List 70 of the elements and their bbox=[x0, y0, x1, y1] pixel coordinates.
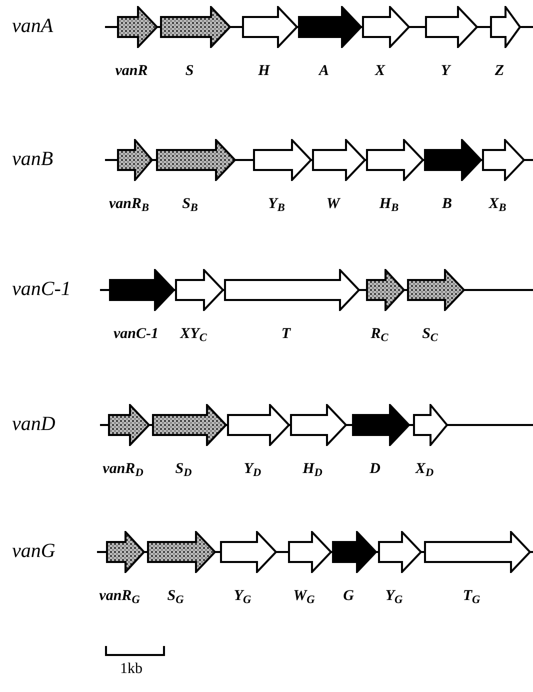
gene-block bbox=[425, 6, 478, 48]
gene-label: S bbox=[185, 64, 194, 79]
gene-label: vanC-1 bbox=[114, 327, 158, 342]
gene-label: D bbox=[370, 462, 380, 477]
gene-block bbox=[378, 531, 422, 573]
gene-label: Y bbox=[440, 64, 450, 79]
gene-block bbox=[482, 139, 525, 181]
gene-label: A bbox=[319, 64, 329, 79]
gene-label: X bbox=[375, 64, 385, 79]
gene-label: vanR bbox=[115, 64, 148, 79]
gene-block bbox=[413, 404, 448, 446]
gene-label: W$_{G}$ bbox=[293, 589, 315, 604]
gene-label: XY$_{C}$ bbox=[180, 327, 207, 342]
gene-block bbox=[106, 531, 145, 573]
gene-block bbox=[147, 531, 216, 573]
gene-block bbox=[156, 139, 236, 181]
gene-label: Y$_{G}$ bbox=[385, 589, 403, 604]
gene-block bbox=[290, 404, 347, 446]
gene-block bbox=[117, 6, 158, 48]
gene-block bbox=[407, 269, 465, 311]
gene-label: X$_{B}$ bbox=[488, 197, 506, 212]
gene-label: vanR$_{B}$ bbox=[108, 197, 150, 212]
gene-label: vanR$_{G}$ bbox=[99, 589, 140, 604]
gene-label: H bbox=[258, 64, 270, 79]
gene-label: H$_{D}$ bbox=[302, 462, 322, 477]
gene-block bbox=[312, 139, 366, 181]
gene-label: S$_{D}$ bbox=[175, 462, 192, 477]
gene-label: S$_{B}$ bbox=[182, 197, 198, 212]
gene-label: Y$_{D}$ bbox=[244, 462, 262, 477]
gene-label: R$_{C}$ bbox=[370, 327, 388, 342]
gene-block bbox=[224, 269, 360, 311]
gene-block bbox=[220, 531, 277, 573]
gene-block bbox=[160, 6, 231, 48]
gene-block bbox=[253, 139, 312, 181]
gene-block bbox=[332, 531, 377, 573]
gene-block bbox=[175, 269, 224, 311]
gene-label: X$_{D}$ bbox=[415, 462, 434, 477]
gene-label: S$_{G}$ bbox=[167, 589, 184, 604]
gene-label: B bbox=[442, 197, 452, 212]
gene-block bbox=[298, 6, 362, 48]
cluster-name: vanC-1 bbox=[12, 279, 71, 299]
gene-block bbox=[366, 139, 424, 181]
gene-block bbox=[352, 404, 410, 446]
gene-label: S$_{C}$ bbox=[422, 327, 438, 342]
gene-block bbox=[424, 139, 482, 181]
gene-block bbox=[108, 404, 150, 446]
gene-label: Y$_{B}$ bbox=[268, 197, 285, 212]
gene-label: Z bbox=[494, 64, 504, 79]
gene-label: T$_{G}$ bbox=[462, 589, 480, 604]
gene-block bbox=[366, 269, 405, 311]
cluster-name: vanD bbox=[12, 414, 56, 434]
scale-label: 1kb bbox=[120, 662, 142, 677]
gene-block bbox=[117, 139, 153, 181]
gene-block bbox=[424, 531, 531, 573]
gene-block bbox=[152, 404, 227, 446]
gene-label: T bbox=[281, 327, 291, 342]
gene-block bbox=[288, 531, 332, 573]
gene-label: W bbox=[326, 197, 340, 212]
gene-label: Y$_{G}$ bbox=[234, 589, 252, 604]
gene-label: G bbox=[343, 589, 354, 604]
cluster-name: vanA bbox=[12, 16, 54, 36]
gene-label: vanR$_{D}$ bbox=[102, 462, 144, 477]
gene-block bbox=[362, 6, 410, 48]
gene-block bbox=[242, 6, 298, 48]
gene-label: H$_{B}$ bbox=[379, 197, 399, 212]
cluster-name: vanG bbox=[12, 541, 56, 561]
gene-block bbox=[490, 6, 521, 48]
gene-block bbox=[109, 269, 175, 311]
cluster-name: vanB bbox=[12, 149, 54, 169]
gene-block bbox=[227, 404, 290, 446]
